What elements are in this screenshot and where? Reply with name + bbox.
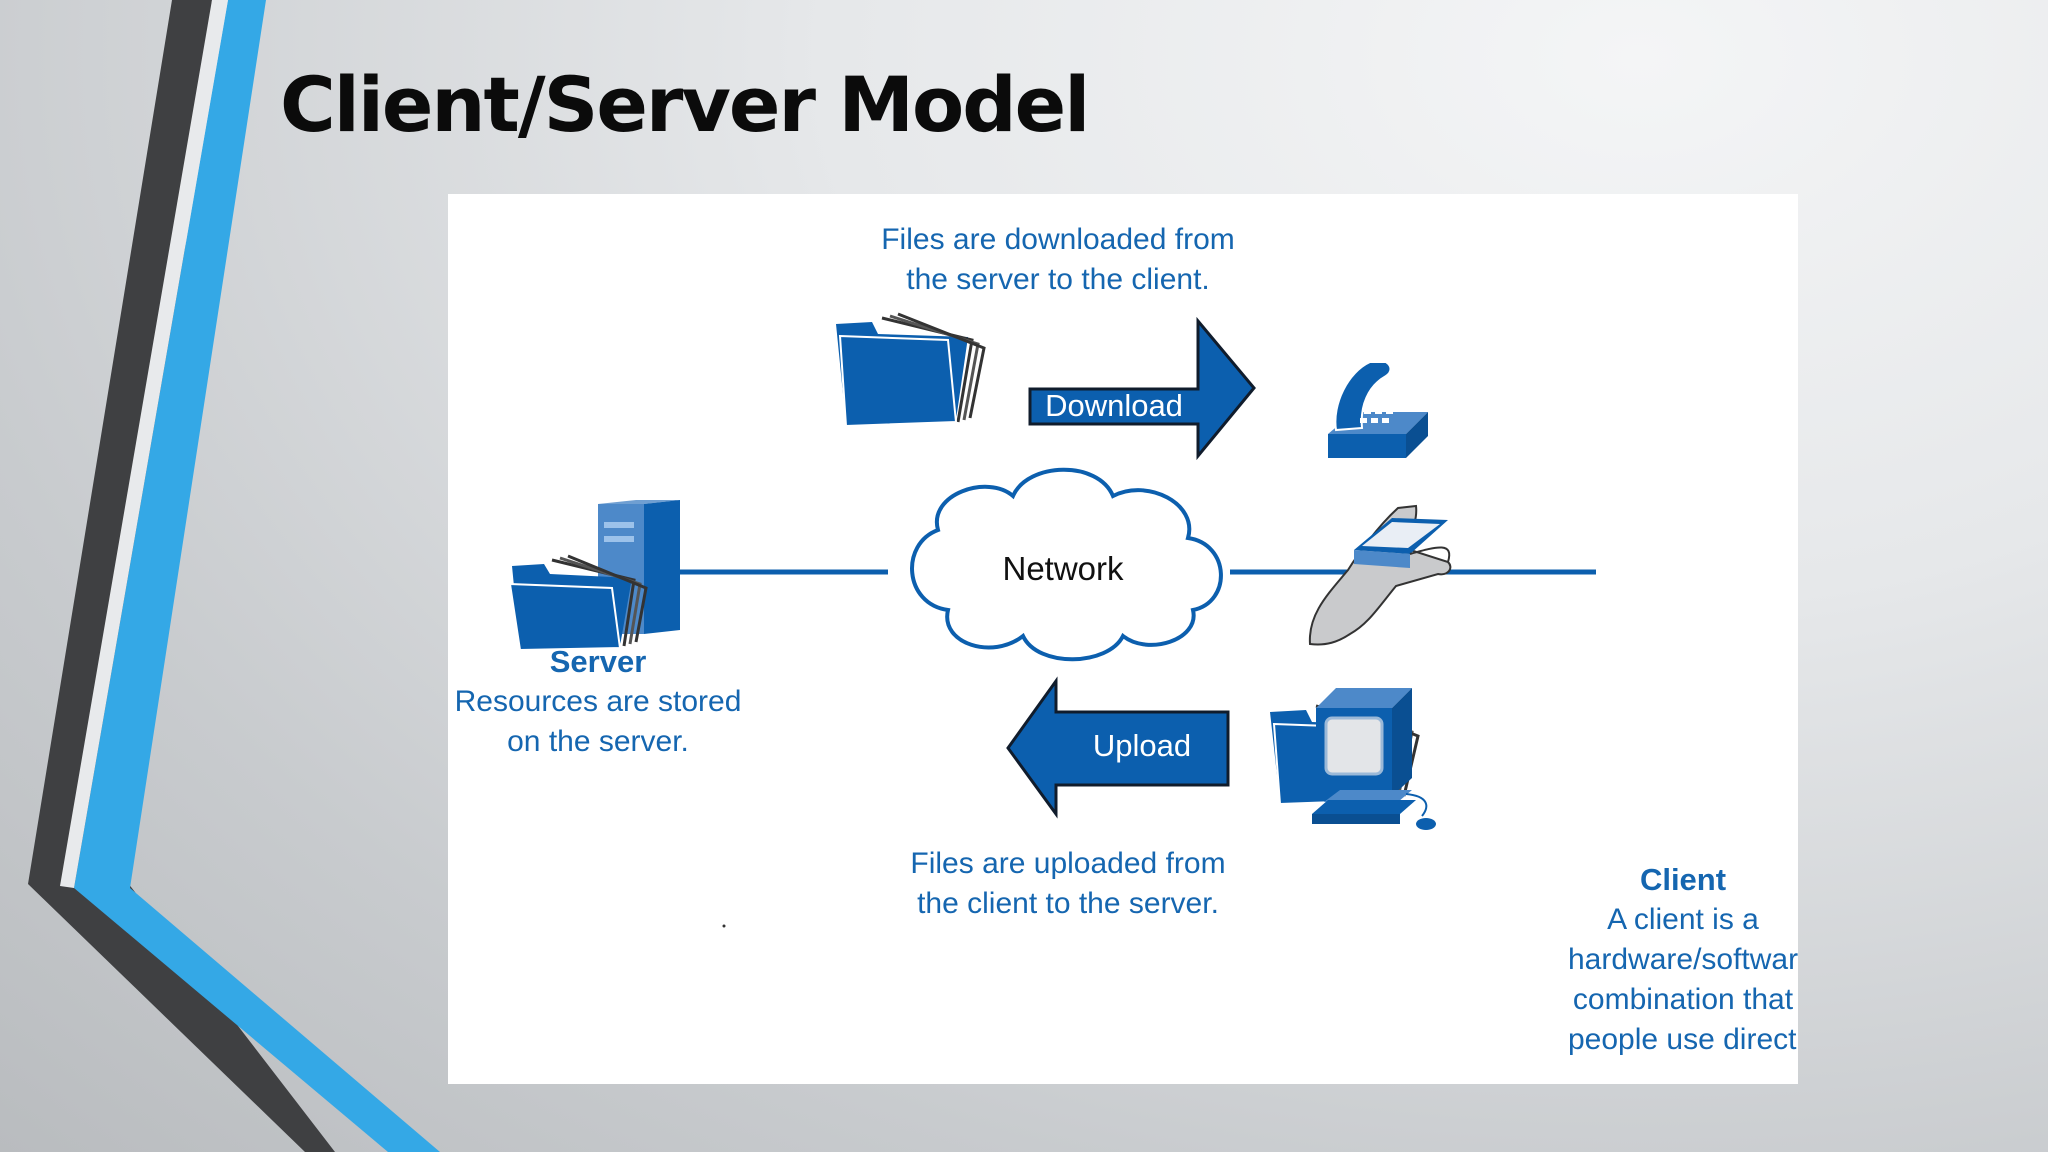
telephone-icon [1328, 361, 1428, 458]
upload-caption: Files are uploaded from the client to th… [868, 844, 1268, 924]
slide-title: Client/Server Model [280, 60, 1090, 149]
server-desc-line-2: on the server. [507, 725, 689, 758]
client-desc-line-2: hardware/software [1568, 943, 1798, 976]
arrow-left-icon [1006, 676, 1230, 819]
folder-icon [836, 312, 986, 428]
upload-label: Upload [1092, 728, 1192, 763]
client-desc-line-1: A client is a [1607, 903, 1759, 936]
folder-icon [508, 554, 648, 652]
server-label: Server [549, 644, 647, 679]
network-label: Network [1002, 550, 1124, 587]
download-label: Download [1045, 388, 1183, 423]
client-label: Client [1639, 862, 1727, 897]
cloud-icon [910, 467, 1223, 662]
arrow-right-icon [1028, 316, 1256, 461]
diagram-graphics [508, 312, 1596, 928]
blue-ribbon [74, 0, 440, 1152]
client-desc-line-3: combination that [1572, 983, 1794, 1016]
upload-caption-line-1: Files are uploaded from [910, 847, 1226, 880]
download-caption-line-1: Files are downloaded from [881, 223, 1235, 256]
server-caption: Server Resources are stored on the serve… [448, 642, 748, 762]
upload-caption-line-2: the client to the server. [917, 887, 1219, 920]
download-caption-line-2: the server to the client. [906, 263, 1210, 296]
stray-dot [722, 924, 726, 928]
computer-icon [1312, 688, 1436, 830]
download-caption: Files are downloaded from the server to … [868, 220, 1248, 300]
client-caption: Client A client is a hardware/software c… [1568, 860, 1798, 1060]
handheld-device-icon [1308, 504, 1452, 646]
server-desc-line-1: Resources are stored [454, 685, 742, 718]
client-server-diagram: Files are downloaded from the server to … [448, 194, 1798, 1084]
client-desc-line-4: people use directly. [1568, 1023, 1798, 1056]
light-divider [60, 0, 228, 888]
dark-ribbon [28, 0, 335, 1152]
